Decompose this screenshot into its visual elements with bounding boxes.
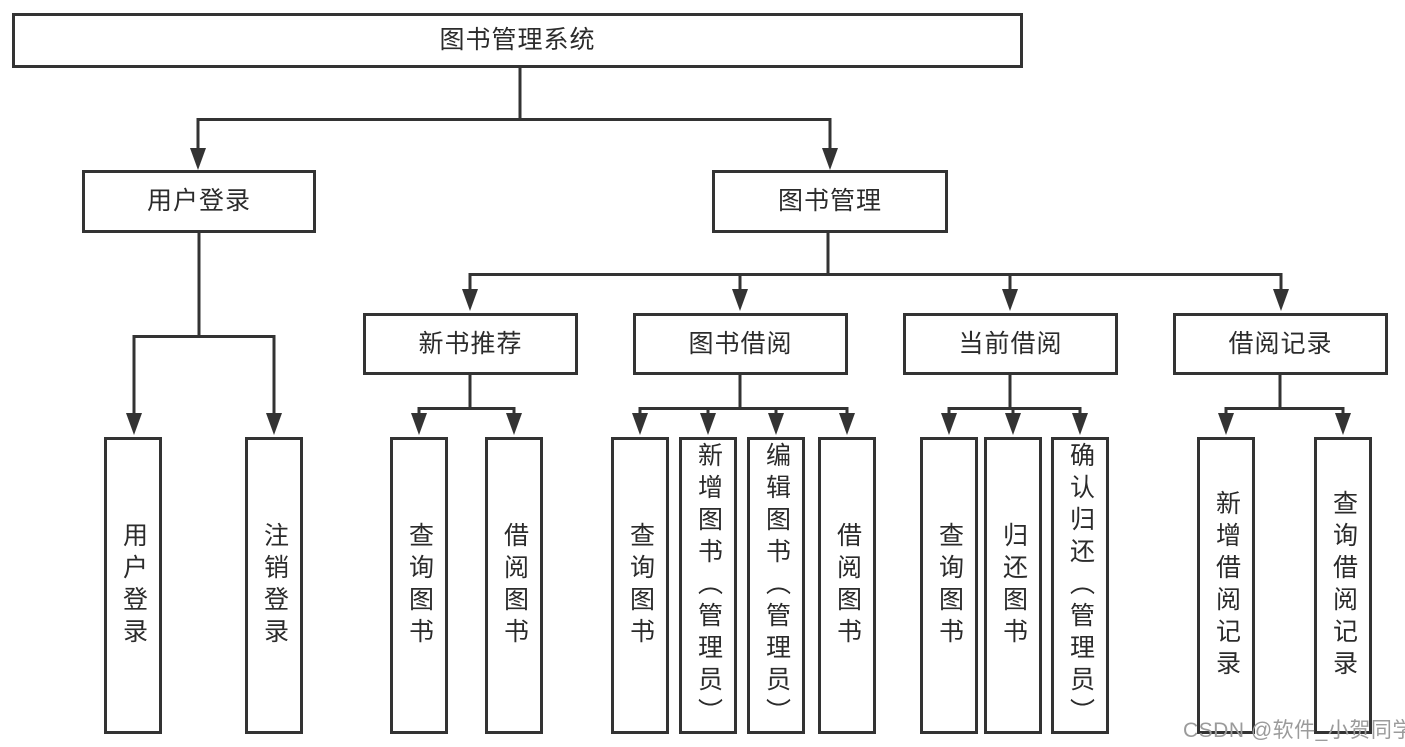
node-book-management: 图书管理 <box>712 170 948 233</box>
node-label: 用户登录 <box>146 187 251 215</box>
node-label: 查询图书 <box>935 521 964 650</box>
node-label: 新增借阅记录 <box>1212 489 1241 682</box>
leaf-edit-books-admin: 编辑图书（管理员） <box>747 437 805 734</box>
node-label: 借阅图书 <box>500 521 529 650</box>
leaf-borrow-books-2: 借阅图书 <box>818 437 876 734</box>
node-book-borrow: 图书借阅 <box>633 313 848 375</box>
node-user-login: 用户登录 <box>82 170 316 233</box>
node-label: 查询借阅记录 <box>1329 489 1358 682</box>
node-label: 注销登录 <box>260 521 289 650</box>
node-new-book-recommend: 新书推荐 <box>363 313 578 375</box>
node-library-management-system: 图书管理系统 <box>12 13 1023 68</box>
leaf-confirm-return-admin: 确认归还（管理员） <box>1051 437 1109 734</box>
arrowheads <box>126 148 1351 435</box>
node-current-borrow: 当前借阅 <box>903 313 1118 375</box>
leaf-query-borrow-record: 查询借阅记录 <box>1314 437 1372 734</box>
node-label: 新增图书（管理员） <box>694 441 723 730</box>
node-label: 查询图书 <box>626 521 655 650</box>
node-label: 编辑图书（管理员） <box>762 441 791 730</box>
node-label: 确认归还（管理员） <box>1066 441 1095 730</box>
leaf-user-login: 用户登录 <box>104 437 162 734</box>
node-label: 当前借阅 <box>958 329 1063 358</box>
node-label: 图书管理 <box>777 187 882 215</box>
node-label: 用户登录 <box>119 521 148 650</box>
node-label: 借阅图书 <box>833 521 862 650</box>
leaf-logout: 注销登录 <box>245 437 303 734</box>
csdn-watermark: CSDN @软件_小贺同学 <box>1183 719 1405 742</box>
leaf-add-borrow-record: 新增借阅记录 <box>1197 437 1255 734</box>
node-label: 图书管理系统 <box>439 26 596 54</box>
leaf-add-books-admin: 新增图书（管理员） <box>679 437 737 734</box>
node-label: 借阅记录 <box>1228 329 1333 358</box>
leaf-query-books-2: 查询图书 <box>611 437 669 734</box>
node-borrow-records: 借阅记录 <box>1173 313 1388 375</box>
node-label: 图书借阅 <box>688 329 793 358</box>
node-label: 查询图书 <box>405 521 434 650</box>
leaf-return-books: 归还图书 <box>984 437 1042 734</box>
node-label: 新书推荐 <box>418 329 523 358</box>
leaf-query-books-1: 查询图书 <box>390 437 448 734</box>
leaf-query-books-3: 查询图书 <box>920 437 978 734</box>
node-label: 归还图书 <box>999 521 1028 650</box>
leaf-borrow-books-1: 借阅图书 <box>485 437 543 734</box>
